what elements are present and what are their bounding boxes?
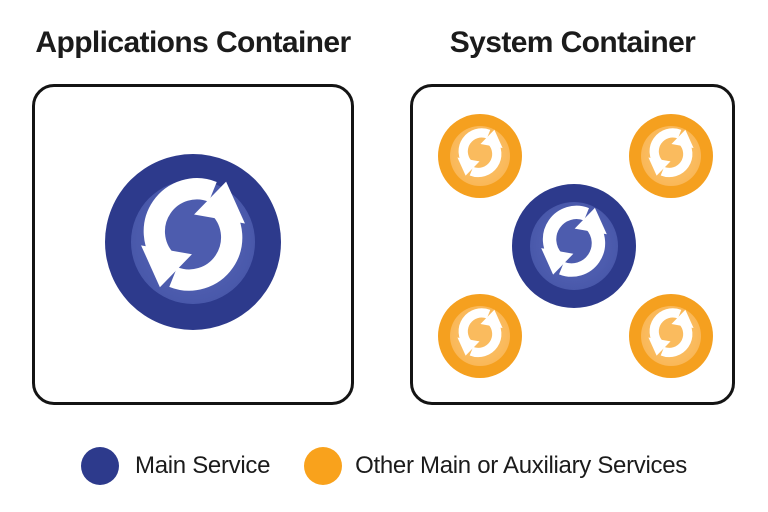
legend-item-auxiliary-services: Other Main or Auxiliary Services	[304, 447, 687, 485]
auxiliary-service-circle	[438, 114, 522, 198]
sync-icon	[447, 303, 513, 369]
applications-container-title: Applications Container	[35, 26, 351, 59]
auxiliary-service-circle	[629, 294, 713, 378]
system-container-box	[410, 84, 735, 405]
main-service-legend-dot-icon	[81, 447, 119, 485]
sync-icon	[526, 198, 622, 294]
system-container-title: System Container	[449, 26, 696, 59]
legend-item-main-service: Main Service	[81, 447, 270, 485]
main-service-legend-label: Main Service	[135, 452, 271, 479]
applications-container-box	[32, 84, 354, 405]
sync-icon	[117, 166, 269, 318]
auxiliary-services-legend-dot-icon	[304, 447, 343, 485]
legend: Main Service Other Main or Auxiliary Ser…	[0, 440, 768, 492]
auxiliary-service-circle	[438, 294, 522, 378]
main-service-circle	[105, 154, 281, 330]
auxiliary-services-legend-label: Other Main or Auxiliary Services	[355, 452, 687, 479]
sync-icon	[638, 123, 704, 189]
sync-icon	[638, 303, 704, 369]
main-service-circle	[512, 184, 636, 308]
sync-icon	[447, 123, 513, 189]
auxiliary-service-circle	[629, 114, 713, 198]
